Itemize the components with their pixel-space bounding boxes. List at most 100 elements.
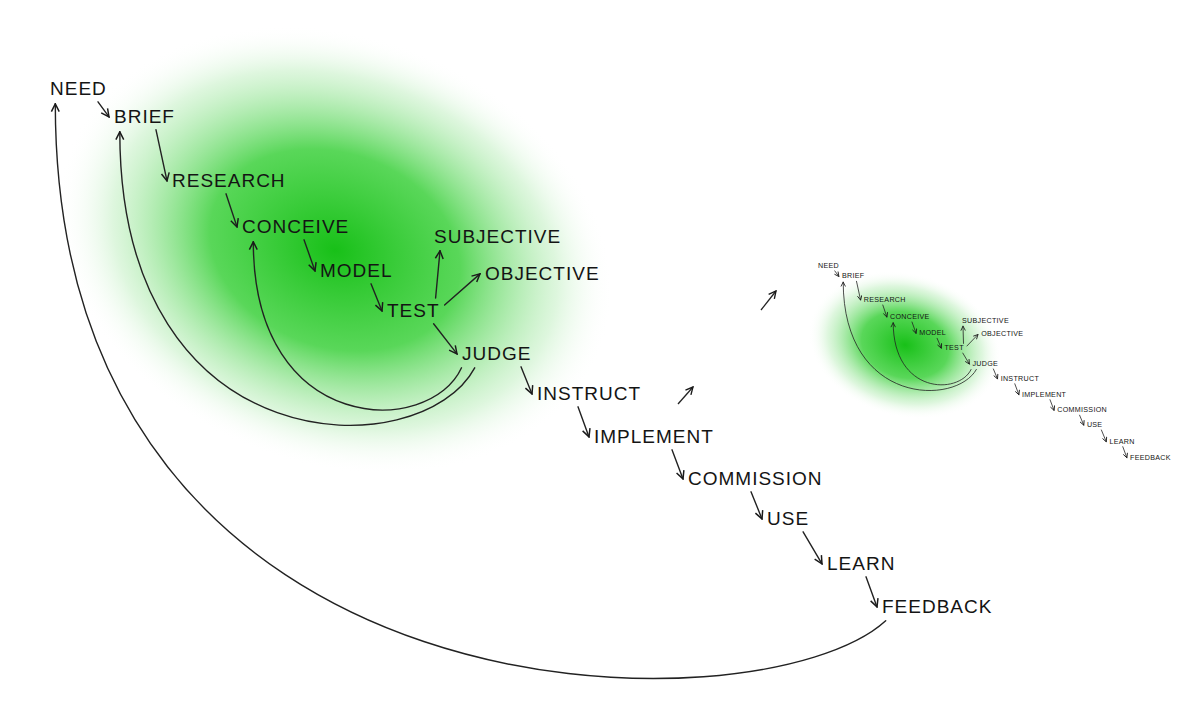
flow-arrow: [1101, 430, 1106, 442]
step-text: IMPLEMENT: [1022, 391, 1066, 399]
feedback-loop-arrow: [843, 282, 976, 391]
step-label: RESEARCH: [862, 296, 908, 304]
step-text: TEST: [944, 344, 963, 352]
step-label: IMPLEMENT: [1020, 391, 1068, 399]
step-text: USE: [767, 508, 809, 530]
step-text: USE: [1087, 421, 1103, 429]
flow-arrow: [963, 353, 970, 364]
step-text: LEARN: [827, 553, 895, 575]
step-label: TEST: [385, 300, 442, 322]
flow-arrow: [98, 102, 109, 117]
feedback-loop-arrow: [120, 132, 475, 426]
step-label: BRIEF: [112, 106, 177, 128]
step-label: USE: [1085, 421, 1105, 429]
step-text: IMPLEMENT: [594, 426, 714, 448]
step-label: NEED: [48, 78, 109, 100]
step-label: MODEL: [318, 260, 395, 282]
step-label: LEARN: [1107, 438, 1136, 446]
step-label: BRIEF: [840, 272, 866, 280]
step-label: IMPLEMENT: [592, 426, 716, 448]
step-label: CONCEIVE: [240, 216, 351, 238]
stray-arrow: [761, 291, 776, 310]
step-text: LEARN: [1109, 438, 1134, 446]
step-text: TEST: [387, 300, 440, 322]
step-text: JUDGE: [973, 360, 999, 368]
flow-arrow: [1015, 384, 1019, 395]
step-label: FEEDBACK: [1128, 454, 1173, 462]
flow-arrow: [937, 338, 941, 348]
step-label: OBJECTIVE: [979, 330, 1025, 338]
step-label: TEST: [942, 344, 965, 352]
step-text: FEEDBACK: [1130, 454, 1171, 462]
step-text: MODEL: [320, 260, 393, 282]
step-label: NEED: [816, 262, 841, 270]
flow-arrow: [1123, 447, 1127, 458]
step-label: RESEARCH: [170, 170, 288, 192]
step-text: CONCEIVE: [890, 313, 930, 321]
flow-arrow: [371, 284, 382, 311]
flow-arrow: [1080, 415, 1084, 425]
step-text: COMMISSION: [688, 468, 823, 490]
flow-arrow: [751, 492, 762, 519]
flow-arrow: [967, 335, 978, 347]
step-label: INSTRUCT: [999, 375, 1041, 383]
step-text: MODEL: [919, 329, 946, 337]
flow-arrow: [1050, 400, 1054, 411]
step-label: MODEL: [917, 329, 948, 337]
step-text: BRIEF: [842, 272, 864, 280]
step-text: RESEARCH: [172, 170, 286, 192]
flow-arrow: [226, 194, 237, 227]
step-text: BRIEF: [114, 106, 175, 128]
flow-arrow: [434, 324, 457, 354]
flow-arrow: [156, 130, 167, 181]
step-label: COMMISSION: [1055, 406, 1109, 414]
step-text: RESEARCH: [864, 296, 906, 304]
step-text: FEEDBACK: [882, 596, 992, 618]
step-text: SUBJECTIVE: [434, 226, 561, 248]
step-label: SUBJECTIVE: [432, 226, 563, 248]
feedback-loop-arrow: [253, 242, 461, 410]
step-label: CONCEIVE: [888, 313, 932, 321]
step-text: OBJECTIVE: [485, 263, 600, 285]
step-label: USE: [765, 508, 811, 530]
step-label: JUDGE: [971, 360, 1001, 368]
step-text: COMMISSION: [1057, 406, 1107, 414]
flow-arrow: [304, 240, 315, 271]
step-label: LEARN: [825, 553, 897, 575]
flow-arrow: [912, 322, 916, 333]
step-text: NEED: [818, 262, 839, 270]
feedback-loop-arrow: [55, 104, 885, 679]
flow-arrow: [803, 532, 822, 564]
step-text: NEED: [50, 78, 107, 100]
step-text: OBJECTIVE: [981, 330, 1023, 338]
flow-arrow: [857, 281, 861, 300]
flow-arrow: [436, 251, 440, 298]
step-label: SUBJECTIVE: [960, 317, 1011, 325]
step-label: OBJECTIVE: [483, 263, 602, 285]
step-text: INSTRUCT: [1001, 375, 1039, 383]
flow-arrow: [883, 305, 887, 317]
step-label: FEEDBACK: [880, 596, 994, 618]
step-label: INSTRUCT: [535, 383, 643, 405]
step-label: JUDGE: [460, 343, 533, 365]
flow-arrow: [578, 407, 589, 437]
flow-arrow: [835, 271, 839, 277]
flow-arrow: [672, 450, 683, 479]
flow-arrow: [445, 274, 480, 305]
step-text: JUDGE: [462, 343, 531, 365]
feedback-loop-arrow: [893, 323, 971, 385]
flow-arrow: [866, 577, 877, 607]
stray-arrow: [678, 387, 693, 404]
green-glow: [0, 0, 676, 550]
step-text: CONCEIVE: [242, 216, 349, 238]
green-glow: [792, 250, 1019, 440]
step-text: SUBJECTIVE: [962, 317, 1009, 325]
flow-arrow: [963, 326, 965, 343]
step-label: COMMISSION: [686, 468, 825, 490]
step-text: INSTRUCT: [537, 383, 641, 405]
flow-arrow: [521, 367, 532, 394]
